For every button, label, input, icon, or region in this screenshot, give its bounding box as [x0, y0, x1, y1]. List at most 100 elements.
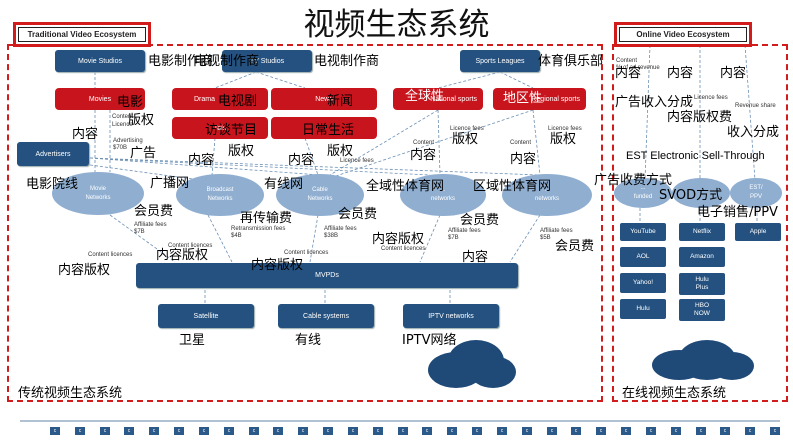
hbo-now-node: HBO NOW — [679, 299, 725, 321]
bottom-tile: c — [273, 427, 283, 435]
talk-content-node: Talk — [172, 117, 268, 139]
cn-content-cable: 内容 — [288, 153, 315, 168]
traditional-ecosystem-header: Traditional Video Ecosystem — [13, 22, 151, 47]
iptv-networks-node: IPTV networks — [403, 304, 499, 328]
regional-sports-content-node: Regional sports — [493, 88, 586, 110]
label-online-licence-fees: Licence fees — [694, 95, 728, 101]
label-affiliate-5b: Affiliate fees $5B — [540, 228, 573, 241]
cn-film-network: 电影院线 — [26, 177, 79, 192]
cn-iptv: IPTV网络 — [402, 333, 457, 348]
label-content-licences-1: Content licences — [88, 252, 133, 258]
traditional-ecosystem-frame — [7, 44, 603, 402]
cn-film-producer: 电影制作商 — [148, 54, 214, 69]
bottom-tile: c — [770, 427, 780, 435]
cn-content-online-2: 内容 — [667, 66, 694, 81]
bottom-tile: c — [348, 427, 358, 435]
cn-member-fee-cable: 会员费 — [338, 207, 378, 222]
bottom-tile: c — [671, 427, 681, 435]
bottom-tile: c — [174, 427, 184, 435]
cn-member-fee-regional: 会员费 — [555, 239, 595, 254]
page-title: 视频生态系统 — [303, 7, 490, 43]
broadcast-networks-node: Broadcast Networks — [176, 174, 264, 216]
hulu-plus-node: Hulu Plus — [679, 273, 725, 295]
bottom-tile: c — [298, 427, 308, 435]
cn-ad: 广告 — [130, 146, 157, 161]
cn-svod-mode: SVOD方式 — [659, 188, 723, 203]
cn-sports-club: 体育俱乐部 — [538, 54, 604, 69]
label-content-movies: Content — [112, 114, 134, 120]
cn-content-online-3: 内容 — [720, 66, 747, 81]
cn-content-mvpd: 内容 — [462, 250, 489, 265]
traditional-cloud-lobe-2 — [470, 356, 516, 388]
cn-content-online-1: 内容 — [615, 66, 642, 81]
label-retrans: Retransmission fees $4B — [231, 226, 286, 239]
bottom-tile: c — [571, 427, 581, 435]
cn-copyright-broadcast: 版权 — [228, 144, 255, 159]
cn-national-sports: 全球性 — [405, 89, 445, 104]
hulu-node: Hulu — [620, 299, 666, 319]
daily-content-node — [271, 117, 377, 139]
cn-content-broadcast: 内容 — [188, 153, 215, 168]
cn-tv-producer-2: 电视制作商 — [314, 54, 380, 69]
cn-content-adv: 内容 — [72, 127, 99, 142]
news-content-node: News — [271, 88, 377, 110]
cn-regional-network: 区域性体育网 — [473, 179, 552, 194]
label-content-sports-1: Content — [413, 140, 435, 146]
cable-systems-node: Cable systems — [278, 304, 374, 328]
cn-ad-share: 广告收入分成 — [615, 95, 694, 110]
yahoo-node: Yahoo! — [620, 273, 666, 293]
national-sports-networks-node: ... networks — [400, 174, 486, 216]
label-affiliate-7b-a: Affiliate fees $7B — [134, 222, 167, 235]
bottom-tile: c — [472, 427, 482, 435]
netflix-node: Netflix — [679, 223, 725, 241]
bottom-tile: c — [75, 427, 85, 435]
cn-ad-mode: 广告收费方式 — [594, 173, 673, 188]
cn-revenue-share: 收入分成 — [727, 125, 780, 140]
cn-national-network: 全域性体育网 — [366, 179, 445, 194]
label-affiliate-7b-b: Affiliate fees $7B — [448, 228, 481, 241]
label-licence-movies: Licence — [112, 122, 133, 128]
cn-est-label: EST Electronic Sell-Through — [626, 150, 765, 162]
traditional-footer-label: 传统视频生态系统 — [18, 386, 123, 401]
cable-networks-node: Cable Networks — [276, 174, 364, 216]
bottom-tile: c — [373, 427, 383, 435]
label-content-licences-2: Content licences — [168, 243, 213, 249]
cn-member-fee-national: 会员费 — [460, 213, 500, 228]
youtube-node: YouTube — [620, 223, 666, 241]
cn-cable: 有线 — [295, 333, 322, 348]
bottom-tile: c — [50, 427, 60, 435]
bottom-tile: c — [100, 427, 110, 435]
cn-content-copyright-3: 内容版权 — [251, 258, 304, 273]
est-ppv-node: EST/ PPV — [730, 178, 782, 208]
cn-cable-network: 有线网 — [264, 177, 304, 192]
cn-tv-producer-1: 电视制作商 — [194, 54, 260, 69]
label-online-content-pct: Content % of ad revenue — [616, 58, 660, 71]
bottom-tile: c — [720, 427, 730, 435]
bottom-tile: c — [596, 427, 606, 435]
bottom-tile: c — [646, 427, 656, 435]
tv-studios-node: TV Studios — [222, 50, 312, 72]
bottom-tile: c — [249, 427, 259, 435]
regional-sports-networks-node: ... networks — [502, 174, 592, 216]
satellite-node: Satellite — [158, 304, 254, 328]
bottom-tile: c — [447, 427, 457, 435]
label-content-licences-3: Content licences — [284, 250, 329, 256]
cn-content-copyright-2: 内容版权 — [156, 248, 209, 263]
cn-content-national: 内容 — [410, 148, 437, 163]
label-content-sports-2: Content — [510, 140, 532, 146]
cn-copyright-cable: 版权 — [327, 144, 354, 159]
bottom-tile: c — [497, 427, 507, 435]
cn-satellite: 卫星 — [179, 333, 206, 348]
movies-content-node: Movies — [55, 88, 145, 110]
bottom-tile: c — [745, 427, 755, 435]
cn-tv-drama: 电视剧 — [218, 94, 258, 109]
cn-copyright-sports-2: 版权 — [550, 132, 577, 147]
cn-copyright-sports-1: 版权 — [452, 132, 479, 147]
bottom-tile: c — [522, 427, 532, 435]
traditional-header-label: Traditional Video Ecosystem — [18, 27, 146, 42]
cn-member-fee-movie: 会员费 — [134, 204, 174, 219]
label-content-licences-4: Content licences — [381, 246, 426, 252]
amazon-node: Amazon — [679, 247, 725, 267]
cn-film: 电影 — [117, 95, 144, 110]
